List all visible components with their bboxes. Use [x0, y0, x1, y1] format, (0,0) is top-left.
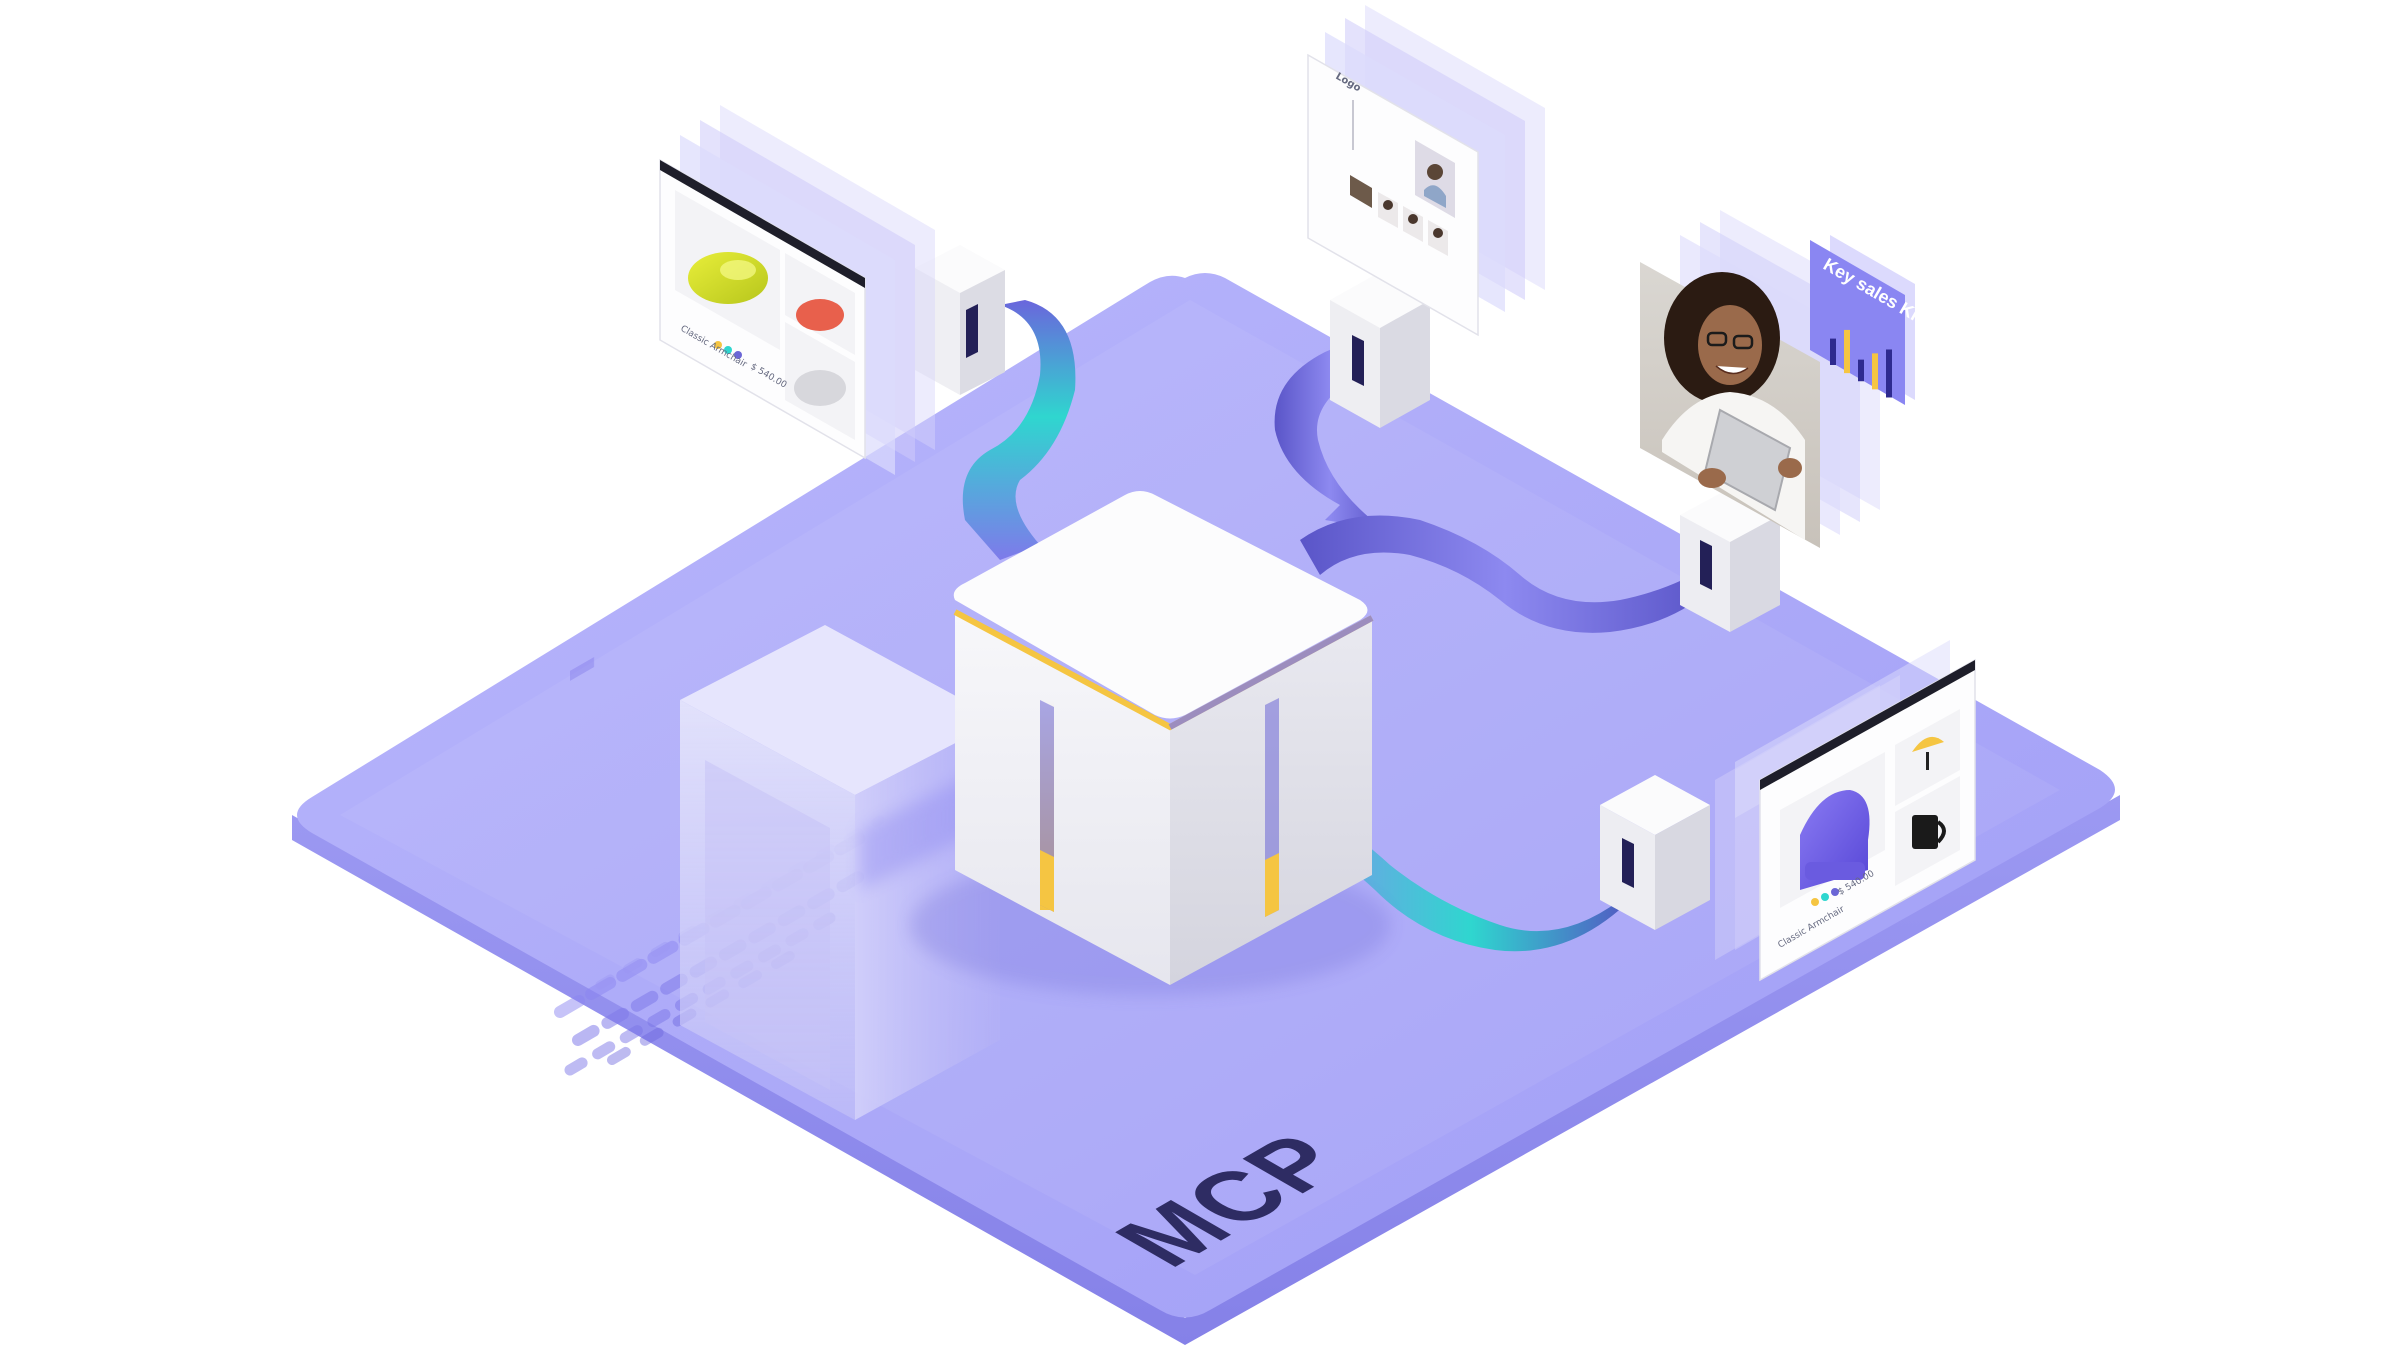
- glass-pillar: [680, 625, 1000, 1120]
- lamp-icon: [1912, 736, 1944, 770]
- store-screens-bottom-right: Classic Armchair $ 540.00: [1715, 640, 1976, 982]
- central-hub-cube: [910, 491, 1390, 995]
- purple-armchair-icon: [1800, 790, 1870, 890]
- website-screens-top-center: Logo: [1307, 5, 1545, 337]
- store-screens-top-left: Classic Armchair $ 540.00: [659, 105, 935, 475]
- red-chair-icon: [796, 299, 844, 331]
- port-cube-top-left: [915, 245, 1005, 395]
- kpi-bar-chart: [1830, 329, 1892, 398]
- kpi-bar: [1858, 359, 1864, 382]
- website-screen-main: [1307, 53, 1479, 337]
- person-with-kpis: Key sales KPIs: [1640, 210, 1941, 548]
- streak-row-5: [607, 945, 805, 1065]
- person-avatar-icon: [1427, 164, 1443, 180]
- port-cube-right: [1680, 488, 1780, 632]
- kpi-bar: [1844, 329, 1850, 374]
- port-cube-bottom-right: [1600, 775, 1710, 930]
- kpi-bar: [1872, 353, 1878, 390]
- kpi-bar: [1886, 349, 1892, 398]
- grey-chair-icon: [794, 370, 846, 406]
- connector-right: [1300, 515, 1710, 633]
- connector-top-center: [1274, 335, 1385, 530]
- mug-icon: [1912, 815, 1946, 849]
- kpi-bar: [1830, 338, 1836, 365]
- tablet-icon: [1703, 408, 1792, 512]
- connector-top-left: [962, 300, 1076, 560]
